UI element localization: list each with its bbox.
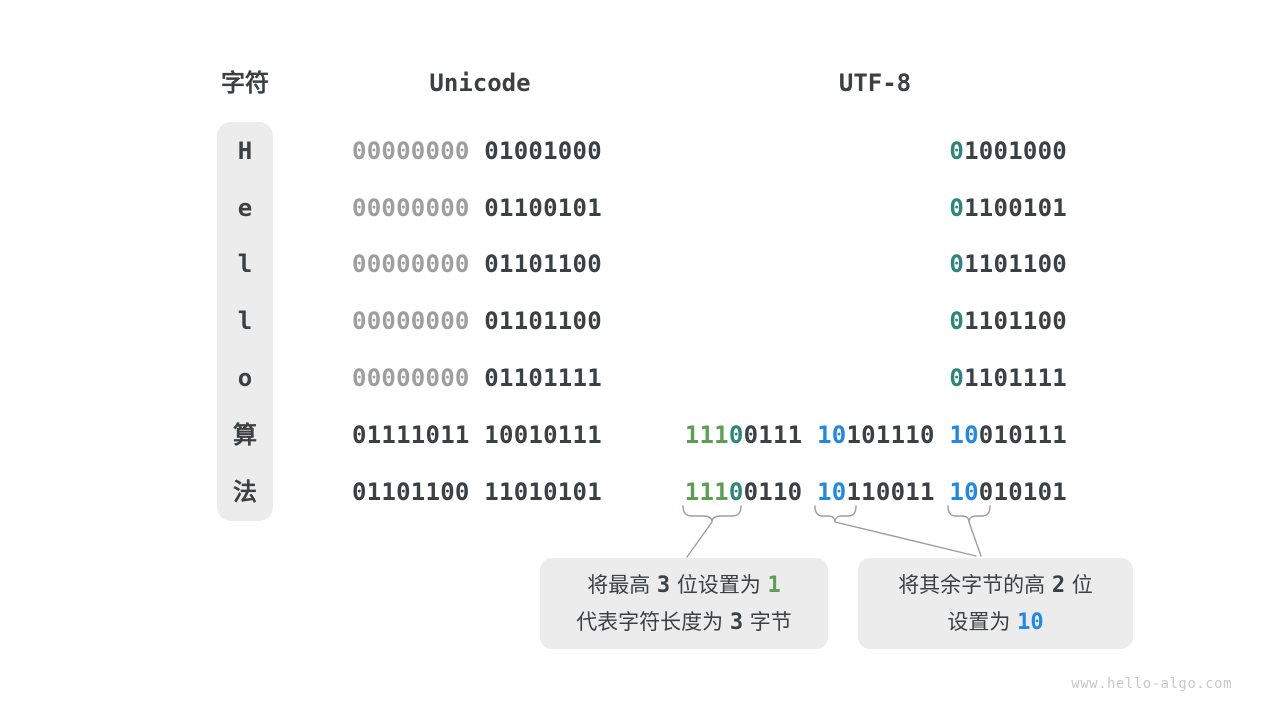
connector-line-2: [834, 521, 977, 557]
character-column-background: [217, 122, 273, 521]
unicode-bits: 00000000 01101100: [352, 250, 602, 278]
connector-line-1: [686, 521, 713, 558]
unicode-bits: 00000000 01001000: [352, 137, 602, 165]
encoding-row-e: e 00000000 01100101 01100101: [0, 191, 1280, 225]
callout-line: 将其余字节的高 2 位: [898, 572, 1093, 598]
unicode-bits: 01111011 10010111: [352, 421, 602, 449]
char-label: 法: [233, 478, 257, 506]
utf8-bits: 01001000: [949, 137, 1067, 165]
utf8-bits: 01100101: [949, 194, 1067, 222]
encoding-row-H: H 00000000 01001000 01001000: [0, 134, 1280, 168]
utf8-bits: 01101100: [949, 307, 1067, 335]
callout-continuation-bits: 将其余字节的高 2 位 设置为 10: [858, 558, 1133, 649]
unicode-bits: 01101100 11010101: [352, 478, 602, 506]
watermark: www.hello-algo.com: [1071, 676, 1232, 692]
encoding-row-l1: l 00000000 01101100 01101100: [0, 247, 1280, 281]
callout-line: 设置为 10: [947, 609, 1044, 635]
utf8-bits: 11100111 10101110 10010111: [684, 421, 1067, 449]
utf8-bits: 01101111: [949, 364, 1067, 392]
encoding-row-fa: 法 01101100 11010101 11100110 10110011 10…: [0, 475, 1280, 509]
char-label: l: [237, 307, 253, 335]
encoding-row-l2: l 00000000 01101100 01101100: [0, 304, 1280, 338]
callout-line: 代表字符长度为 3 字节: [576, 609, 792, 635]
unicode-bits: 00000000 01100101: [352, 194, 602, 222]
header-utf8-column: UTF-8: [838, 69, 912, 97]
utf8-bits: 01101100: [949, 250, 1067, 278]
encoding-row-suan: 算 01111011 10010111 11100111 10101110 10…: [0, 418, 1280, 452]
unicode-bits: 00000000 01101100: [352, 307, 602, 335]
connector-line-3: [968, 521, 982, 557]
char-label: e: [237, 194, 253, 222]
encoding-row-o: o 00000000 01101111 01101111: [0, 361, 1280, 395]
char-label: 算: [233, 421, 257, 449]
unicode-bits: 00000000 01101111: [352, 364, 602, 392]
utf8-bits: 11100110 10110011 10010101: [684, 478, 1067, 506]
char-label: o: [237, 364, 253, 392]
callout-header-bits: 将最高 3 位设置为 1 代表字符长度为 3 字节: [540, 558, 828, 649]
header-char-column: 字符: [221, 69, 269, 97]
callout-line: 将最高 3 位设置为 1: [587, 572, 781, 598]
char-label: l: [237, 250, 253, 278]
char-label: H: [237, 137, 253, 165]
header-unicode-column: Unicode: [429, 69, 531, 97]
